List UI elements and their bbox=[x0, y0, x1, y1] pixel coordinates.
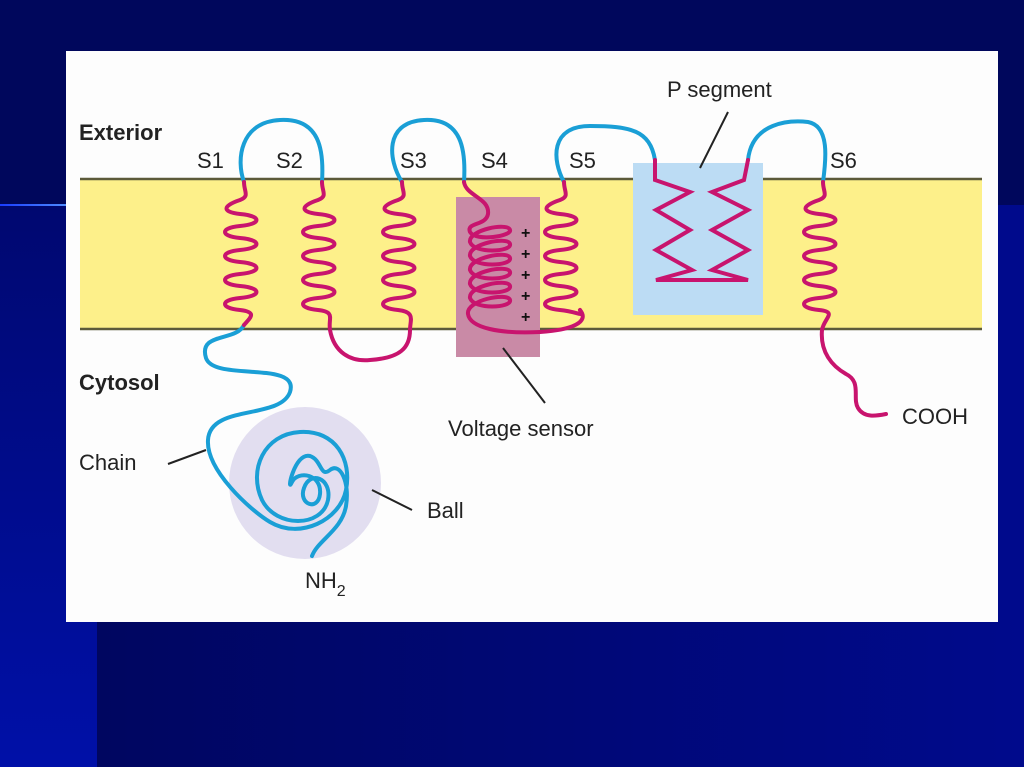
callout-lines bbox=[167, 111, 729, 511]
transmembrane-helices bbox=[223, 158, 888, 418]
voltage-sensor-callout bbox=[502, 347, 546, 404]
cytosol-label: Cytosol bbox=[79, 370, 160, 395]
n-terminus-label: NH2 bbox=[305, 568, 346, 600]
charge-plus: + bbox=[521, 267, 530, 284]
segment-label-s6: S6 bbox=[830, 148, 857, 173]
charge-plus: + bbox=[521, 225, 530, 242]
helix-s3 bbox=[381, 180, 417, 332]
exterior-label: Exterior bbox=[79, 120, 163, 145]
chain-label: Chain bbox=[79, 450, 136, 475]
slide-background-bottom bbox=[97, 620, 1024, 767]
n-terminus-subscript: 2 bbox=[337, 583, 346, 600]
extracellular-loops bbox=[202, 117, 828, 558]
loop-p-s6 bbox=[746, 119, 828, 184]
ball-label: Ball bbox=[427, 498, 464, 523]
helix-s2 bbox=[301, 180, 412, 363]
loop-s1-s2 bbox=[238, 117, 325, 184]
p-segment-label: P segment bbox=[667, 77, 772, 102]
inactivation-chain bbox=[202, 323, 350, 558]
segment-label-s1: S1 bbox=[197, 148, 224, 173]
charge-plus: + bbox=[521, 246, 530, 263]
charge-plus: + bbox=[521, 309, 530, 326]
p-segment-box bbox=[633, 163, 763, 315]
c-terminus-label: COOH bbox=[902, 404, 968, 429]
segment-label-s5: S5 bbox=[569, 148, 596, 173]
n-terminus-base: NH bbox=[305, 568, 337, 593]
segment-label-s2: S2 bbox=[276, 148, 303, 173]
ball-callout bbox=[371, 489, 413, 511]
helix-s1 bbox=[223, 180, 259, 327]
charge-plus: + bbox=[521, 288, 530, 305]
chain-callout bbox=[167, 449, 207, 465]
voltage-sensor-label: Voltage sensor bbox=[448, 416, 594, 441]
helix-s5 bbox=[543, 180, 584, 317]
loop-s5-p bbox=[554, 123, 657, 184]
helix-s6 bbox=[802, 180, 888, 418]
p-segment-loop bbox=[651, 158, 753, 282]
helix-s4 bbox=[462, 180, 585, 335]
loop-s3-s4 bbox=[390, 117, 467, 184]
accent-line bbox=[0, 204, 66, 206]
segment-label-s4: S4 bbox=[481, 148, 508, 173]
segment-label-s3: S3 bbox=[400, 148, 427, 173]
p-segment-callout bbox=[699, 111, 729, 169]
